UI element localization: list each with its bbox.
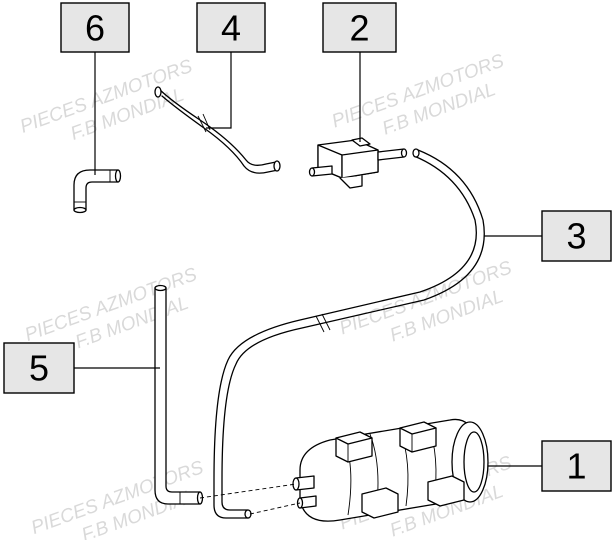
callout-1: 1 bbox=[541, 440, 612, 492]
callout-2: 2 bbox=[322, 2, 397, 53]
part-6-elbow-hose bbox=[73, 169, 122, 214]
part-5-vertical-hose bbox=[154, 284, 204, 505]
svg-text:2: 2 bbox=[349, 8, 369, 49]
part-2-valve bbox=[308, 137, 408, 189]
watermark-middle-right: PIECES AZMOTORS F.B MONDIAL bbox=[337, 257, 515, 346]
callout-3: 3 bbox=[541, 210, 612, 262]
callout-5: 5 bbox=[3, 342, 75, 394]
watermark-top-left: PIECES AZMOTORS F.B MONDIAL bbox=[17, 56, 195, 145]
svg-text:3: 3 bbox=[566, 216, 586, 257]
svg-text:1: 1 bbox=[566, 446, 586, 487]
svg-text:5: 5 bbox=[29, 348, 49, 389]
callout-6: 6 bbox=[60, 2, 130, 53]
svg-text:4: 4 bbox=[221, 8, 241, 49]
svg-text:6: 6 bbox=[85, 8, 105, 49]
part-1-canister bbox=[199, 418, 489, 522]
part-4-breather-hose bbox=[154, 86, 281, 174]
leader-lines bbox=[74, 52, 542, 467]
part-3-long-hose bbox=[213, 148, 485, 519]
callout-4: 4 bbox=[196, 2, 266, 53]
